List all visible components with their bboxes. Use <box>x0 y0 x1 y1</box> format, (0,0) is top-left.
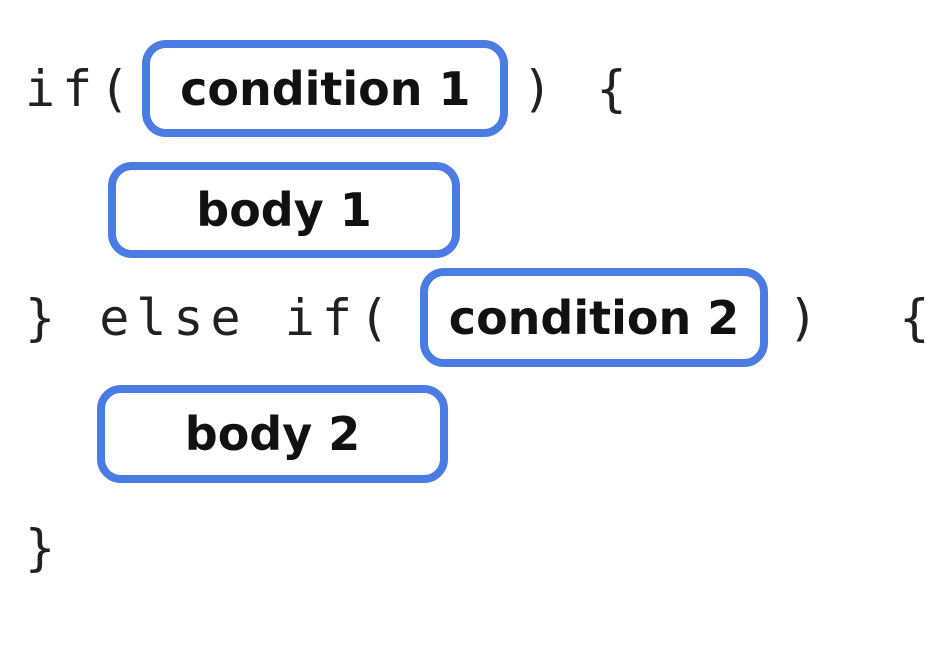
condition-1-slot: condition 1 <box>142 40 509 137</box>
body-2-label: body 2 <box>184 407 361 461</box>
code-else-if-open: } else if( <box>25 288 397 347</box>
code-else-if-close-brace-open: ) { <box>788 288 937 347</box>
code-line-if: if( condition 1 ) { <box>25 40 634 137</box>
condition-2-slot: condition 2 <box>420 268 769 367</box>
body-1-label: body 1 <box>196 183 372 237</box>
code-if-open: if( <box>25 59 137 118</box>
code-line-closing-brace: } <box>25 505 62 591</box>
body-1-slot: body 1 <box>108 162 460 258</box>
code-if-close-brace-open: ) { <box>522 59 634 118</box>
condition-1-label: condition 1 <box>180 61 471 116</box>
body-2-slot: body 2 <box>97 385 448 483</box>
code-line-else-if: } else if( condition 2 ) { <box>25 268 936 367</box>
condition-2-label: condition 2 <box>448 290 740 345</box>
code-closing-brace: } <box>25 519 63 577</box>
